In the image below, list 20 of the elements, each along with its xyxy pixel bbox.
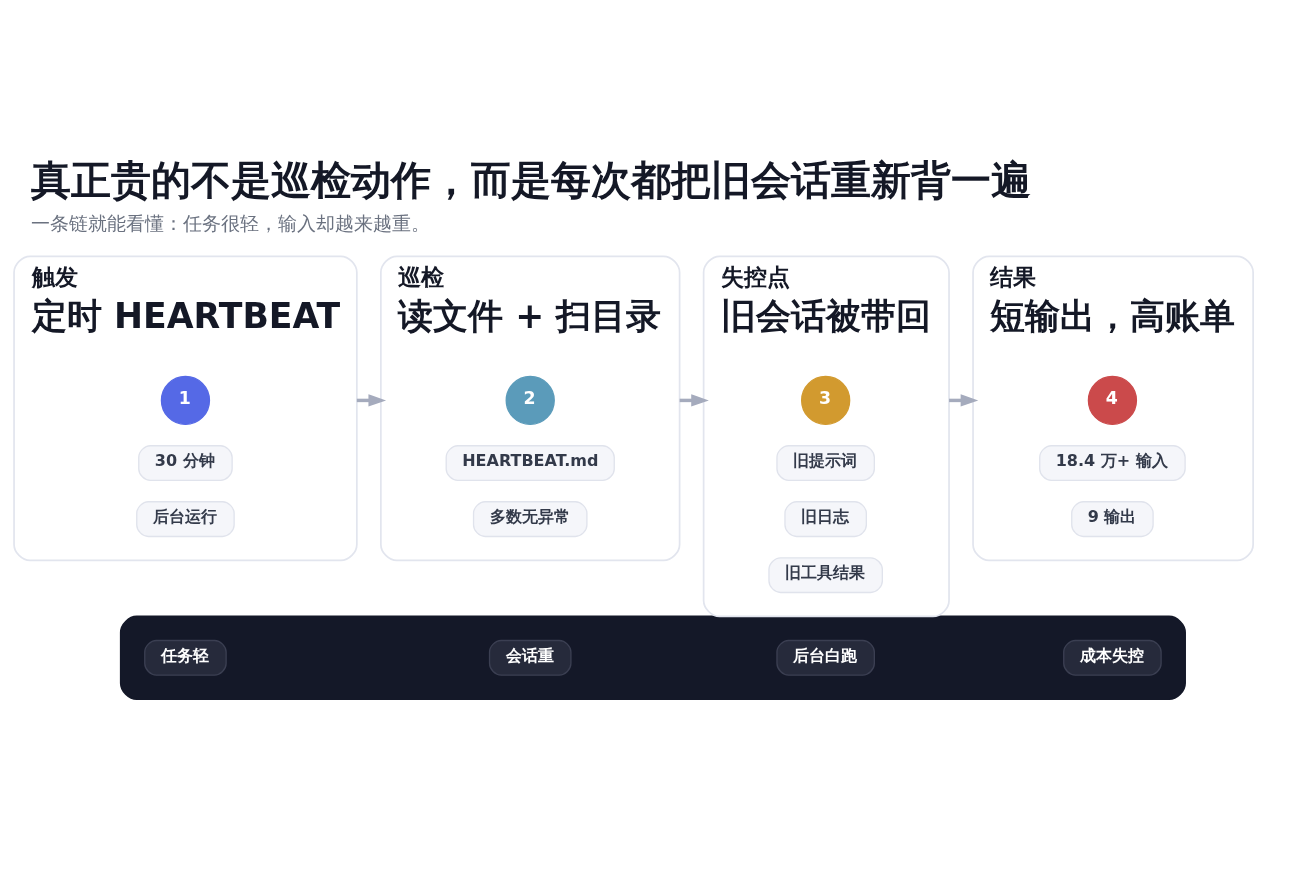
node-box: 18.4 万+ 输入 xyxy=(1039,445,1186,482)
node-circle: 3 xyxy=(801,375,851,426)
diagram-title: 真正贵的不是巡检动作，而是每次都把旧会话重新背一遍 xyxy=(30,156,1031,203)
node-box: 任务轻 xyxy=(144,639,227,676)
node-circle: 4 xyxy=(1087,375,1138,426)
node-box: 后台运行 xyxy=(136,501,235,538)
node-box: HEARTBEAT.md xyxy=(445,445,615,482)
node-circle: 2 xyxy=(505,375,555,426)
cluster xyxy=(119,615,1186,701)
node-box: 30 分钟 xyxy=(138,445,233,482)
caption: 一条链就能看懂：任务很轻，输入却越来越重。 xyxy=(30,212,430,234)
node-box: 旧工具结果 xyxy=(768,557,883,594)
node-box: 旧日志 xyxy=(784,501,867,538)
node-box: 旧提示词 xyxy=(776,445,875,482)
node-box: 成本失控 xyxy=(1063,639,1162,676)
node-box: 9 输出 xyxy=(1071,501,1154,538)
node-box: 多数无异常 xyxy=(472,501,588,538)
node-box: 会话重 xyxy=(488,639,572,676)
node-box: 后台白跑 xyxy=(776,639,875,676)
node-circle: 1 xyxy=(160,375,211,426)
